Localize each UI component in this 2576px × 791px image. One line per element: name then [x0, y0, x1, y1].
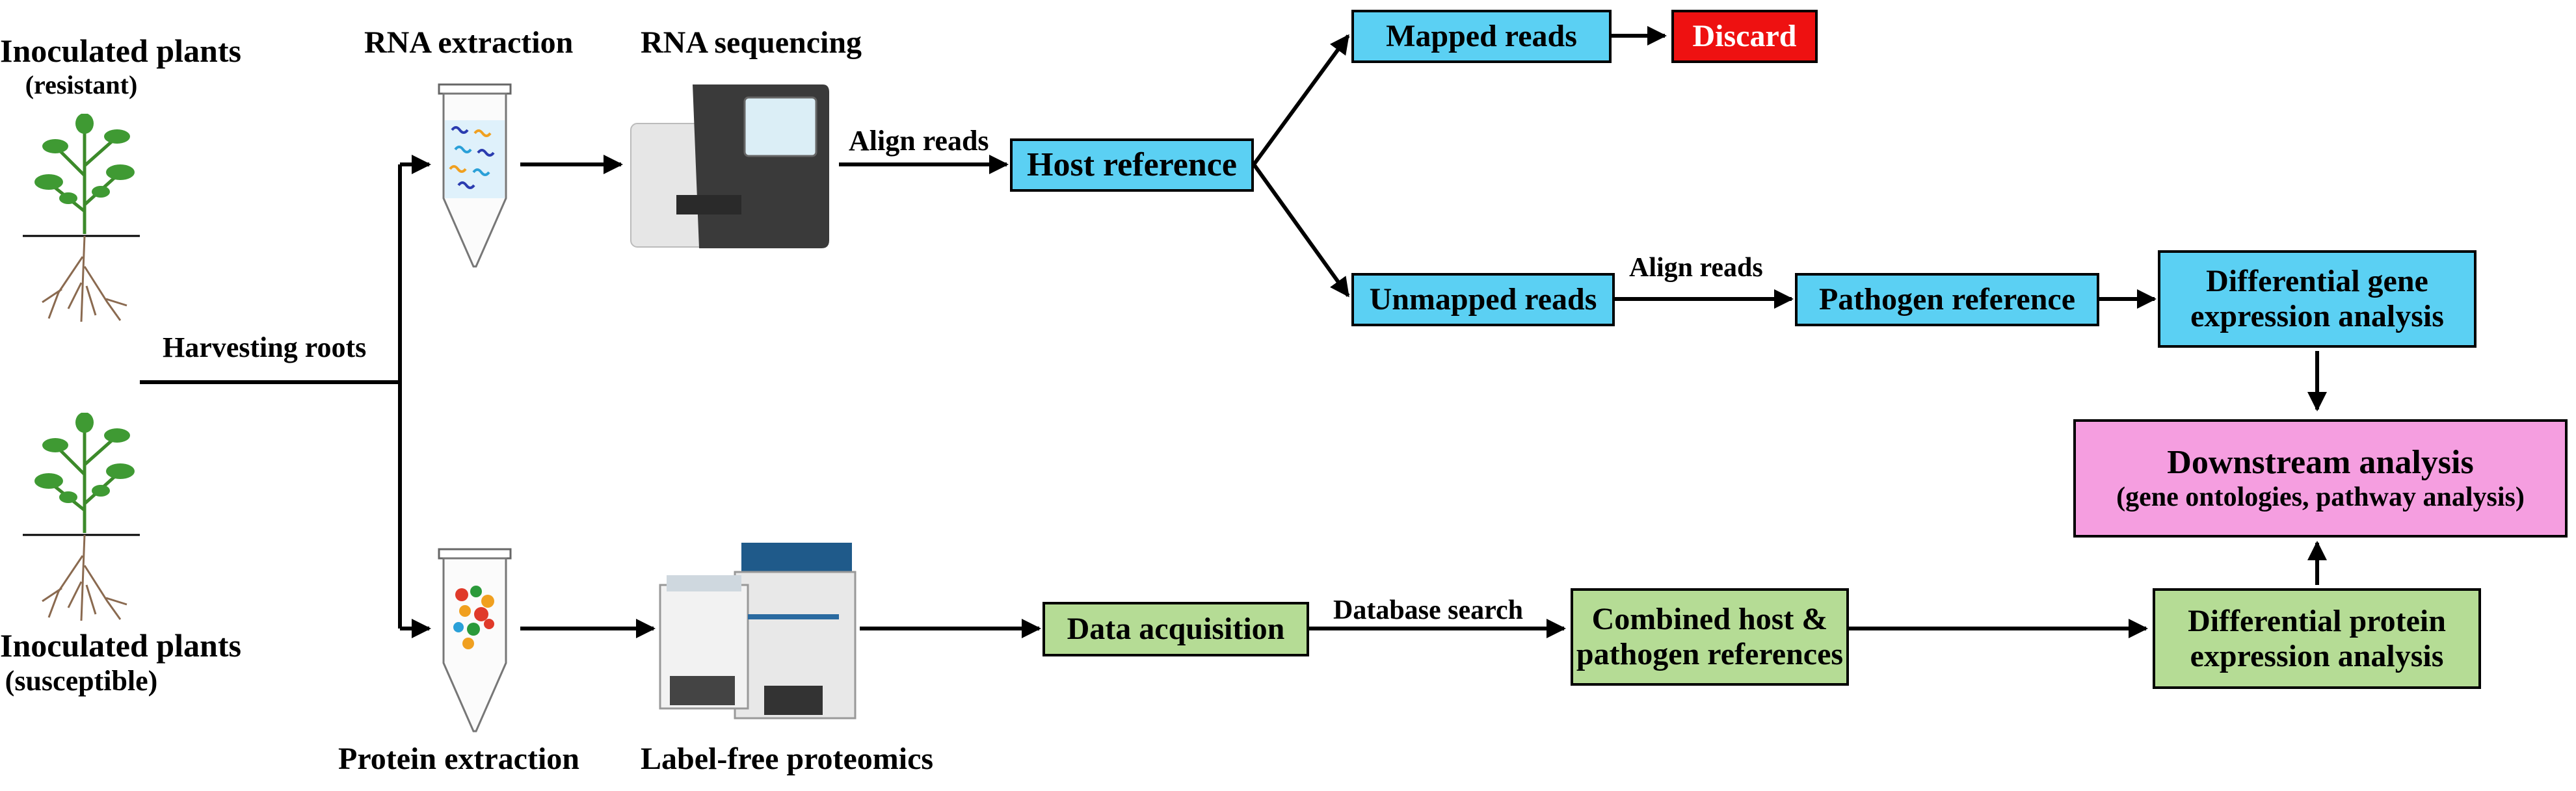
plants-susceptible-label: Inoculated plants Inoculated plants (sus…	[0, 627, 241, 697]
differential-protein-expression-box: Differential protein expression analysis	[2153, 588, 2481, 689]
harvesting-roots-label: Harvesting roots	[163, 331, 367, 363]
database-search-label: Database search	[1333, 595, 1524, 625]
protein-tube-icon	[438, 548, 512, 733]
rna-tube-icon	[438, 83, 512, 268]
protein-extraction-label: Protein extraction	[338, 742, 579, 776]
unmapped-reads-box: Unmapped reads	[1351, 273, 1615, 326]
align-reads-label-2: Align reads	[1629, 253, 1763, 283]
arrow-host-to-unmapped	[1252, 163, 1350, 298]
combined-references-box: Combined host & pathogen references	[1571, 588, 1849, 686]
rna-extraction-label: RNA extraction	[364, 25, 574, 60]
plants-resistant-label: Inoculated plants (resistant)	[0, 32, 241, 99]
data-acquisition-box: Data acquisition	[1042, 602, 1309, 656]
mass-spectrometer-icon	[659, 543, 856, 720]
label-free-proteomics-label: Label-free proteomics	[641, 742, 934, 776]
rna-sequencing-label: RNA sequencing	[641, 25, 862, 60]
sequencer-icon	[630, 84, 829, 248]
align-reads-label-1: Align reads	[849, 125, 989, 157]
differential-gene-expression-box: Differential gene expression analysis	[2158, 250, 2476, 348]
host-reference-box: Host reference	[1010, 138, 1254, 192]
mapped-reads-box: Mapped reads	[1351, 10, 1612, 63]
tomato-plant-icon	[23, 114, 140, 322]
arrow-host-to-mapped	[1252, 34, 1350, 166]
downstream-analysis-box: Downstream analysis (gene ontologies, pa…	[2073, 419, 2568, 538]
tomato-plant-icon	[23, 413, 140, 621]
pathogen-reference-box: Pathogen reference	[1795, 273, 2099, 326]
discard-box: Discard	[1671, 10, 1818, 63]
